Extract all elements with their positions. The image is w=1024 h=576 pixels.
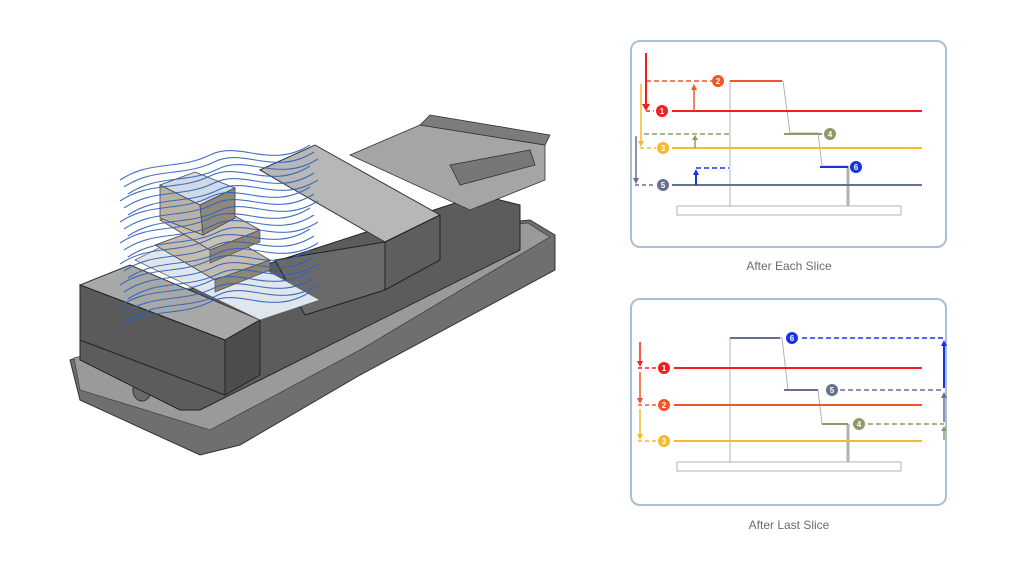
badge-4: 4	[853, 418, 865, 430]
toolpath-curve	[119, 249, 311, 286]
badge-1: 1	[658, 362, 670, 374]
diagram-after-last-slice: 1 2 3 4 5 6	[637, 332, 947, 472]
down-arrow-1	[637, 342, 643, 367]
up-arrow-4	[941, 426, 947, 440]
toolpath-curve	[127, 221, 319, 258]
toolpath-curve	[127, 284, 319, 321]
down-arrow-5	[633, 136, 639, 184]
badge-3-label: 3	[661, 144, 666, 153]
toolpath-curve	[123, 214, 315, 251]
badge-2: 2	[712, 75, 724, 87]
toolpath-curve	[127, 179, 319, 216]
vise-fixed-jaw-side	[224, 319, 261, 396]
down-arrow-3	[637, 409, 643, 440]
vise-rail	[349, 124, 546, 211]
up-arrow-6	[941, 340, 947, 388]
toolpath-curve	[123, 172, 315, 209]
up-arrow-4	[692, 135, 698, 148]
badge-6: 6	[786, 332, 798, 344]
badge-1-label: 1	[660, 107, 665, 116]
badge-6-label: 6	[790, 334, 795, 343]
badge-6: 6	[850, 161, 862, 173]
badge-5: 5	[826, 384, 838, 396]
down-arrow-1	[642, 53, 650, 111]
up-arrow-6	[693, 169, 699, 185]
toolpath-curve	[127, 242, 319, 279]
toolpath-curve	[119, 228, 311, 265]
stock-base	[676, 205, 902, 216]
part-profile	[729, 80, 849, 206]
toolpath-curve	[119, 207, 311, 244]
vise-screw	[449, 149, 536, 186]
caption-after-last-slice: After Last Slice	[748, 518, 830, 532]
badge-4-label: 4	[828, 130, 833, 139]
badge-2-label: 2	[716, 77, 721, 86]
up-arrow-5	[941, 392, 947, 422]
toolpath-curve	[123, 151, 315, 188]
toolpath-curve	[123, 235, 315, 272]
badge-2-label: 2	[662, 401, 667, 410]
stock-base	[676, 461, 902, 472]
badge-2: 2	[658, 399, 670, 411]
badge-4: 4	[824, 128, 836, 140]
badge-6-label: 6	[854, 163, 859, 172]
badge-3: 3	[657, 142, 669, 154]
badge-3: 3	[658, 435, 670, 447]
down-arrow-3	[638, 84, 644, 147]
vise-rail-edge	[419, 114, 551, 146]
caption-after-each-slice: After Each Slice	[746, 259, 832, 273]
badge-5-label: 5	[830, 386, 835, 395]
badge-3-label: 3	[662, 437, 667, 446]
toolpath-curve	[127, 158, 319, 195]
toolpath-curve	[119, 270, 311, 307]
toolpath-curve	[123, 277, 315, 314]
toolpath-curve	[123, 256, 315, 293]
toolpath-curve	[119, 165, 311, 202]
panel-after-last-slice: 1 2 3 4 5 6	[630, 298, 947, 506]
toolpath-curve	[119, 186, 311, 223]
badge-5: 5	[657, 179, 669, 191]
toolpath-curve	[119, 291, 311, 328]
up-arrow-2	[691, 84, 697, 111]
panel-after-each-slice: 1 2 3 4 5 6	[630, 40, 947, 248]
toolpath-curve	[127, 200, 319, 237]
down-arrow-2	[637, 372, 643, 404]
diagram-after-each-slice: 1 2 3 4 5 6	[633, 53, 922, 216]
toolpath-curve	[119, 144, 311, 181]
badge-5-label: 5	[661, 181, 666, 190]
part-profile	[729, 337, 849, 462]
badge-4-label: 4	[857, 420, 862, 429]
badge-1: 1	[656, 105, 668, 117]
toolpath-curve	[127, 263, 319, 300]
badge-1-label: 1	[662, 364, 667, 373]
toolpath-curve	[123, 193, 315, 230]
toolpath-curves	[119, 144, 319, 328]
vise-illustration	[69, 114, 556, 456]
part-step-2-side	[209, 229, 261, 264]
